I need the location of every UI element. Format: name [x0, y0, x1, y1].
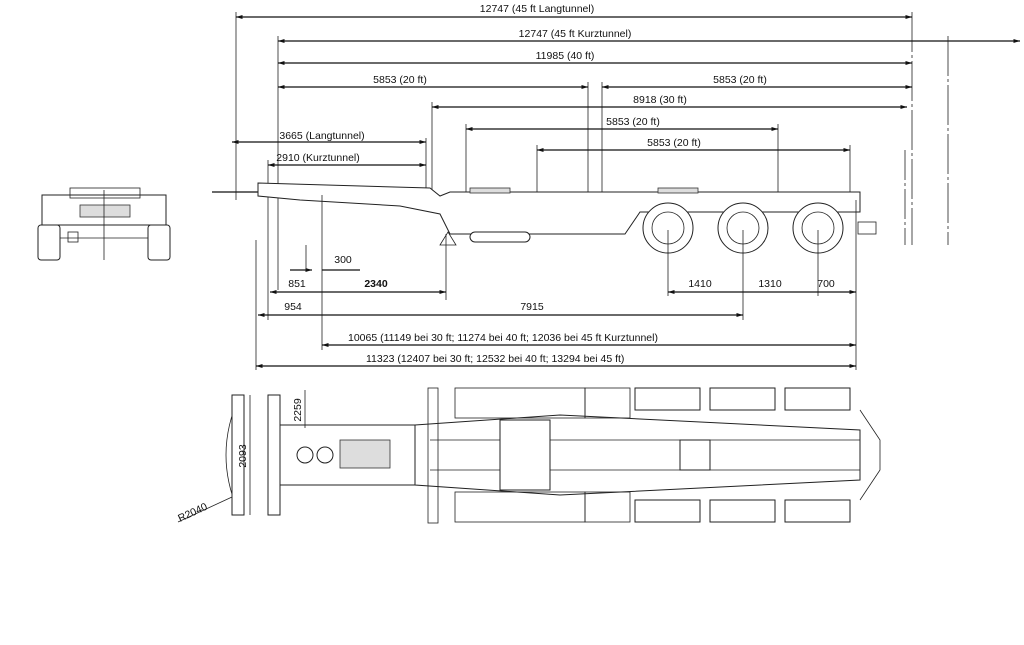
dim-2910-kurztunnel: 2910 (Kurztunnel) [276, 152, 359, 164]
dim-5853-mid: 5853 (20 ft) [606, 116, 660, 128]
dim-851: 851 [288, 278, 306, 290]
top-dimension-lines: 12747 (45 ft Langtunnel) 12747 (45 ft Ku… [232, 3, 1020, 320]
dim-2340: 2340 [364, 278, 388, 290]
front-view [37, 187, 171, 261]
lower-dimension-lines: 300 851 2340 1410 1310 700 954 7915 1006… [256, 245, 856, 368]
dim-5853-back: 5853 (20 ft) [647, 137, 701, 149]
dim-11985-40ft: 11985 (40 ft) [536, 50, 595, 62]
dim-954: 954 [284, 301, 302, 313]
dim-10065: 10065 (11149 bei 30 ft; 11274 bei 40 ft;… [348, 332, 658, 344]
dim-300: 300 [334, 254, 352, 266]
dim-2259: 2259 [292, 398, 304, 422]
dim-11323: 11323 (12407 bei 30 ft; 12532 bei 40 ft;… [366, 353, 624, 365]
dim-5853-front: 5853 (20 ft) [373, 74, 427, 86]
plan-view: 2093 2259 R2040 [176, 387, 881, 525]
dim-1310: 1310 [758, 278, 782, 290]
dim-12747-kurztunnel: 12747 (45 ft Kurztunnel) [519, 28, 632, 40]
dim-1410: 1410 [688, 278, 712, 290]
dim-7915: 7915 [520, 301, 544, 313]
dim-12747-langtunnel: 12747 (45 ft Langtunnel) [480, 3, 594, 15]
dim-3665-langtunnel: 3665 (Langtunnel) [279, 130, 364, 142]
dim-5853-rear: 5853 (20 ft) [713, 74, 767, 86]
dim-8918-30ft: 8918 (30 ft) [633, 94, 687, 106]
side-view [212, 182, 877, 370]
dim-2093: 2093 [237, 444, 249, 468]
dim-r2040: R2040 [176, 501, 209, 525]
dim-700: 700 [817, 278, 835, 290]
wheel-groups [634, 387, 851, 523]
